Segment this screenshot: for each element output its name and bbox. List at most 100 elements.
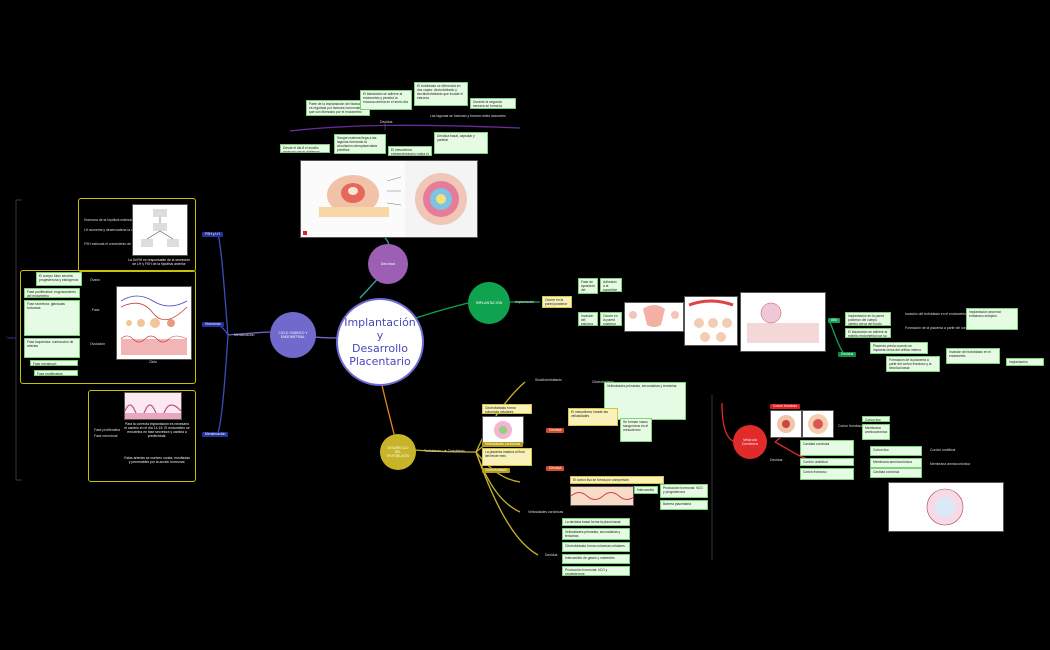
note-right-2[interactable]: El blastocisto se adhiere al epitelio en… — [845, 328, 891, 338]
note-corion-4[interactable]: Cordón umbilical — [800, 458, 854, 466]
note-troph-14[interactable]: Producción hormonal: hCG y progesterona — [562, 566, 630, 576]
tag-troph-c[interactable]: Citotrofoblasto — [482, 468, 510, 473]
note-corion-3[interactable]: Cavidad coriónica — [800, 440, 854, 456]
center-line-2: y — [376, 329, 384, 342]
center-line-3: Desarrollo — [352, 342, 408, 355]
label-fsh-1: Hormona de la hipófisis estimula el ovar… — [84, 218, 147, 222]
note-troph-13[interactable]: Intercambio de gases y nutrientes — [562, 554, 630, 564]
left-edge-mark: Ovario — [6, 336, 16, 340]
note-right-5[interactable]: Formación de la placenta a partir del co… — [886, 356, 940, 372]
note-troph-2[interactable]: Citotrofoblasto forma columnas celulares — [482, 404, 532, 414]
frame-ciclo — [20, 270, 196, 384]
implantation-diagram-image — [300, 160, 478, 238]
note-ciclo-1[interactable]: El cuerpo lúteo secreta progesterona y e… — [36, 272, 82, 286]
label-ovario: Ovario — [90, 278, 100, 282]
label-corion-c: Cordón umbilical — [930, 448, 956, 452]
tag-menstr[interactable]: Menstruación — [202, 432, 229, 437]
note-troph-6[interactable]: El corion liso se forma por compresión — [570, 476, 664, 484]
note-implant-hub[interactable]: Ocurre en la pared posterior del útero — [542, 296, 572, 308]
note-mid-4[interactable]: Decidua basal, capsular y parietal — [434, 132, 488, 154]
label-citotrofo: Citotrofoblasto — [592, 380, 614, 384]
note-ciclo-4[interactable]: Fase isquémica: contracción de arterias — [24, 338, 80, 358]
note-corion-1[interactable]: Corion liso — [862, 416, 890, 422]
note-corion-7[interactable]: Membrana amniocoriónica — [870, 458, 922, 468]
note-right-7[interactable]: Implantación anormal: embarazo ectópico — [1006, 358, 1044, 366]
note-corion-2[interactable]: Membrana amniocoriónica — [862, 424, 890, 440]
note-ciclo-3[interactable]: Fase secretora: glándulas tortuosas — [24, 300, 80, 336]
note-troph-4[interactable]: Se forman vasos sanguíneos en el mesoder… — [620, 418, 652, 442]
note-troph-1[interactable]: Vellosidades primarias, secundarias y te… — [604, 382, 686, 420]
branch-placenta[interactable]: Decidua — [368, 244, 408, 284]
note-corion-6[interactable]: Corion liso — [870, 446, 922, 456]
note-mid-3[interactable]: El mesodermo extraembrionario rodea el s… — [388, 146, 432, 156]
note-ciclo-2[interactable]: Fase proliferativa: engrosamiento del en… — [24, 288, 80, 298]
villi-illustration — [483, 417, 523, 443]
note-troph-5[interactable]: La placenta madura al final del tercer m… — [482, 448, 532, 466]
note-troph-8[interactable]: Producción hormonal: hCG y progesterona — [660, 484, 708, 498]
branch-ciclo-label: CICLO OVÁRICO Y ENDOMETRIAL — [278, 331, 308, 339]
note-implant-1[interactable]: Fase de aposición del blastocisto — [578, 278, 598, 294]
placenta-section-illustration — [571, 487, 633, 505]
note-troph-7[interactable]: Intercambio de gases y nutrientes — [634, 486, 658, 494]
tag-corion-top[interactable]: Corion frondoso — [770, 404, 801, 409]
tag-implant-right[interactable]: Alfa — [828, 318, 840, 323]
note-top-4[interactable]: Durante la segunda semana se forma la ca… — [470, 98, 516, 109]
frame-menstr — [88, 390, 196, 482]
central-topic[interactable]: Implantación y Desarrollo Placentario — [336, 298, 424, 386]
blastocyst-image — [684, 296, 738, 346]
ciclo-chart-image — [116, 286, 192, 360]
label-implant-link: Implantación — [515, 300, 535, 304]
note-ciclo-6[interactable]: Fase proliferativa: engrosamiento del en… — [34, 370, 78, 376]
tag-troph-b[interactable]: Decidua — [546, 428, 565, 433]
tag-troph-a[interactable]: Vellosidades coriónicas — [482, 442, 524, 447]
note-implant-4[interactable]: Ocurre en la pared posterior del útero — [600, 312, 622, 326]
branch-implantacion-label: IMPLANTACIÓN — [475, 301, 503, 305]
blastocyst-illustration — [685, 297, 737, 345]
note-troph-12[interactable]: Citotrofoblasto forma columnas celulares — [562, 542, 630, 552]
note-troph-11[interactable]: Vellosidades primarias, secundarias y te… — [562, 528, 630, 540]
tag-troph-d[interactable]: Decidua — [546, 466, 565, 471]
label-ovulacion: Ovulación — [90, 342, 106, 346]
endometrium-image — [740, 292, 826, 352]
label-right-a: Invasión del trofoblasto en el endometri… — [905, 312, 967, 316]
branch-implantacion[interactable]: IMPLANTACIÓN — [468, 282, 510, 324]
label-corion-b: Decidua — [770, 458, 783, 462]
branch-trofoblasto[interactable]: DESARROLLO DEL TROFOBLASTO — [380, 434, 416, 470]
note-troph-10[interactable]: La decidua basal forma la placa basal — [562, 518, 630, 526]
note-corion-5[interactable]: Corion frondoso — [800, 468, 854, 480]
tag-hormonas[interactable]: Hormonas — [202, 322, 224, 327]
label-fsh-3: FSH estimula el crecimiento de los folíc… — [84, 242, 150, 246]
tag-decidua-green[interactable]: Decidua — [838, 352, 857, 357]
note-implant-2[interactable]: Adhesión a la superficie del endometrio — [600, 278, 622, 292]
note-right-1[interactable]: Implantación en la pared posterior del c… — [845, 312, 891, 326]
branch-ciclo[interactable]: CICLO OVÁRICO Y ENDOMETRIAL — [270, 312, 316, 358]
branch-corion[interactable]: Vesícula Coriónica — [733, 425, 767, 459]
note-troph-9[interactable]: Barrera placentaria — [660, 500, 708, 510]
note-troph-3[interactable]: El mesodermo invade las vellosidades — [568, 408, 618, 426]
tag-fsh[interactable]: FSH y LH — [202, 232, 223, 237]
note-top-2[interactable]: El blastocisto se adhiere al endometrio … — [360, 90, 412, 110]
caption-menstr: Para la correcta implantación es necesar… — [124, 422, 190, 438]
note-implant-3[interactable]: Invasión del estroma endometrial — [578, 312, 598, 326]
chorion-image-b — [802, 410, 834, 438]
note-corion-8[interactable]: Cavidad coriónica — [870, 468, 922, 478]
note-ciclo-5[interactable]: Fase menstrual: desprendimiento — [30, 360, 78, 366]
caption-menstr-2: Estas arterias se vuelven cortas, enroll… — [124, 456, 190, 464]
chorionic-vesicle-image — [888, 482, 1004, 532]
endometrium-illustration — [741, 293, 825, 351]
note-mid-1[interactable]: Desde el dia 8 el sincitio erosiona vaso… — [280, 144, 330, 153]
note-right-4[interactable]: Placenta previa cuando se implanta cerca… — [870, 342, 928, 354]
branch-placenta-label: Decidua — [380, 262, 396, 266]
note-top-3[interactable]: El trofoblasto se diferencia en dos capa… — [414, 82, 468, 106]
villi-image — [482, 416, 524, 444]
label-decidua: Decidua — [545, 553, 558, 557]
label-top-hub: Decidua — [380, 120, 393, 124]
note-right-3[interactable]: Implantación anormal: embarazo ectópico — [966, 308, 1018, 330]
note-mid-2[interactable]: Sangre materna llega a las lagunas forma… — [334, 134, 386, 154]
center-line-1: Implantación — [344, 316, 416, 329]
label-fsh-2: LH aumenta y desencadena la ovulación — [84, 228, 146, 232]
hypothalamus-illustration — [133, 205, 187, 255]
note-top-1[interactable]: Parte de la implantación del blastocisto… — [306, 100, 370, 116]
branch-trofoblasto-label: DESARROLLO DEL TROFOBLASTO — [386, 446, 410, 458]
note-right-6[interactable]: Invasión del trofoblasto en el endometri… — [946, 348, 1000, 364]
